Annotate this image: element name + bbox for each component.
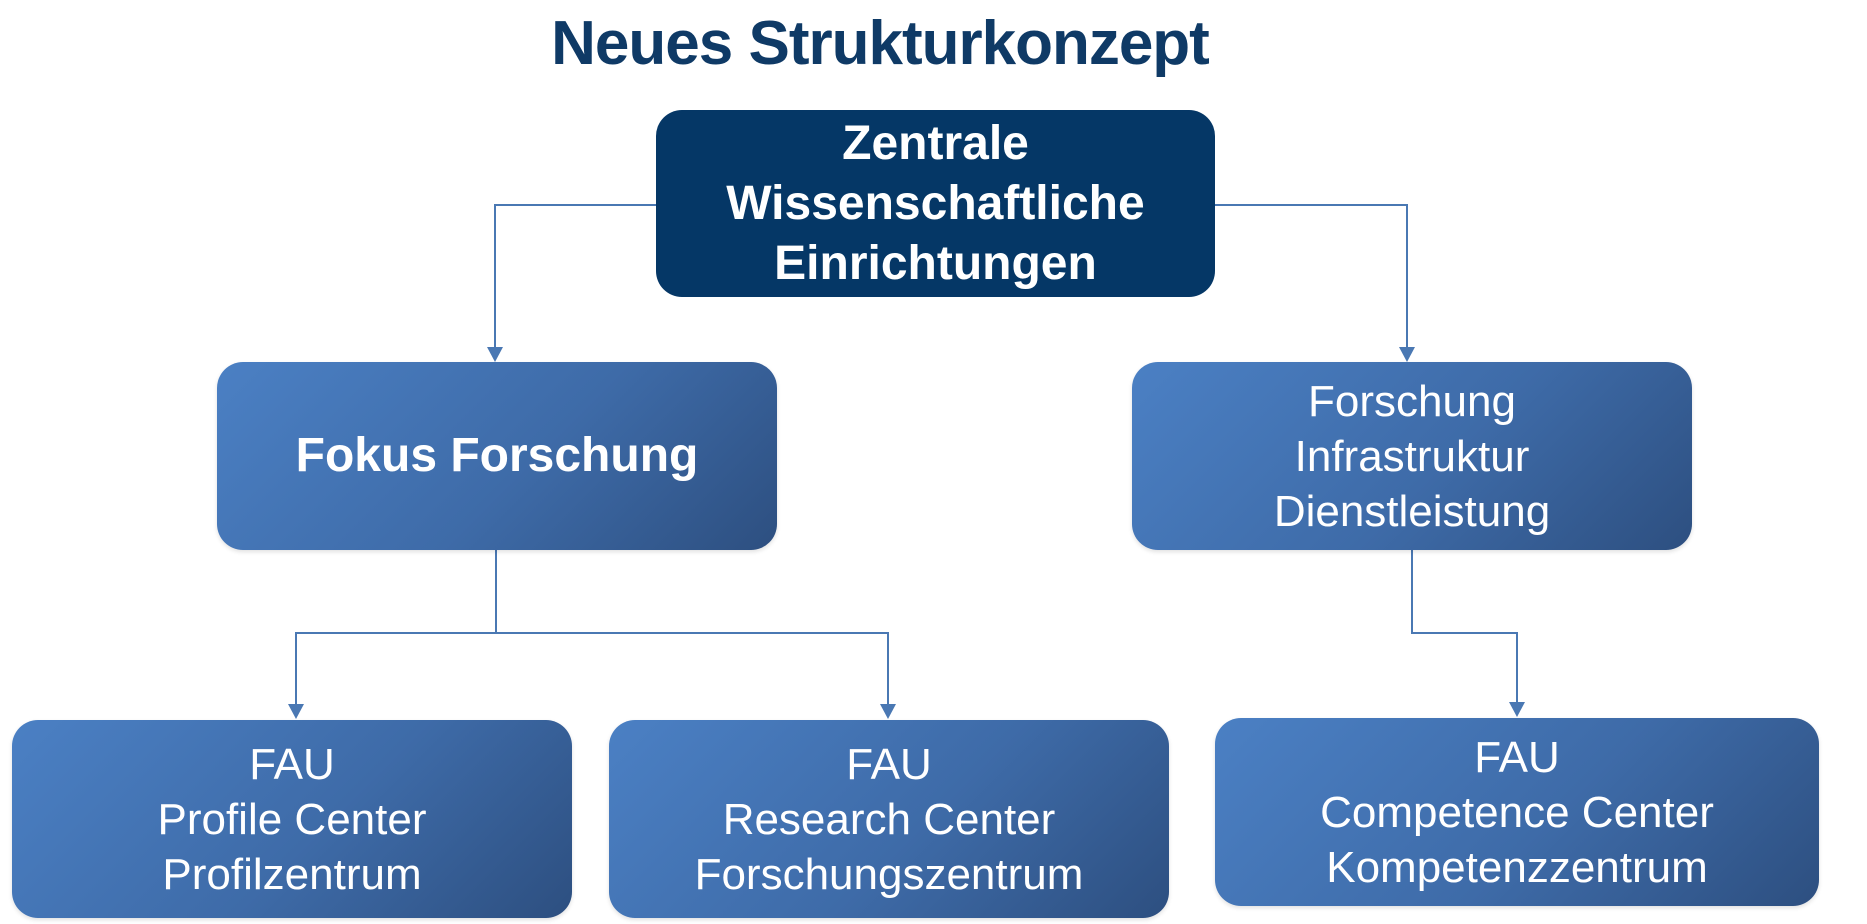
competence-line-1: FAU (1474, 732, 1560, 782)
root-line-3: Einrichtungen (774, 236, 1097, 290)
competence-line-2: Competence Center (1320, 787, 1714, 837)
infra-line-1: Forschung (1308, 376, 1516, 426)
box-fokus-forschung: Fokus Forschung (217, 362, 777, 550)
competence-line-3: Kompetenzzentrum (1326, 842, 1708, 892)
box-fau-profile-center: FAU Profile Center Profilzentrum (12, 720, 572, 918)
infra-line-3: Dienstleistung (1273, 486, 1551, 536)
connector-fokus-to-profile (295, 632, 496, 706)
profile-line-2: Profile Center (157, 794, 427, 844)
diagram-title: Neues Strukturkonzept (551, 9, 1210, 78)
connector-root-to-fokus (494, 204, 656, 349)
arrowhead-fokus (487, 347, 503, 362)
root-line-1: Zentrale (842, 116, 1029, 170)
profile-line-3: Profilzentrum (162, 849, 422, 899)
connector-fokus-to-research (496, 632, 889, 706)
box-fau-competence-center: FAU Competence Center Kompetenzzentrum (1215, 718, 1819, 906)
arrowhead-profile (288, 704, 304, 719)
connector-root-to-infra (1210, 204, 1408, 349)
root-line-2: Wissenschaftliche (726, 176, 1145, 230)
arrowhead-research (880, 704, 896, 719)
profile-line-1: FAU (249, 739, 335, 789)
arrowhead-competence (1509, 702, 1525, 717)
connector-infra-to-competence (1411, 548, 1518, 704)
research-line-2: Research Center (722, 794, 1056, 844)
research-line-3: Forschungszentrum (694, 849, 1084, 899)
arrowhead-infra (1399, 347, 1415, 362)
fokus-line-1: Fokus Forschung (295, 429, 699, 482)
box-forschung-infrastruktur-dienstleistung: Forschung Infrastruktur Dienstleistung (1132, 362, 1692, 550)
box-zentrale-wissenschaftliche-einrichtungen: Zentrale Wissenschaftliche Einrichtungen (656, 110, 1215, 297)
infra-line-2: Infrastruktur (1294, 431, 1530, 481)
research-line-1: FAU (846, 739, 932, 789)
box-fau-research-center: FAU Research Center Forschungszentrum (609, 720, 1169, 918)
